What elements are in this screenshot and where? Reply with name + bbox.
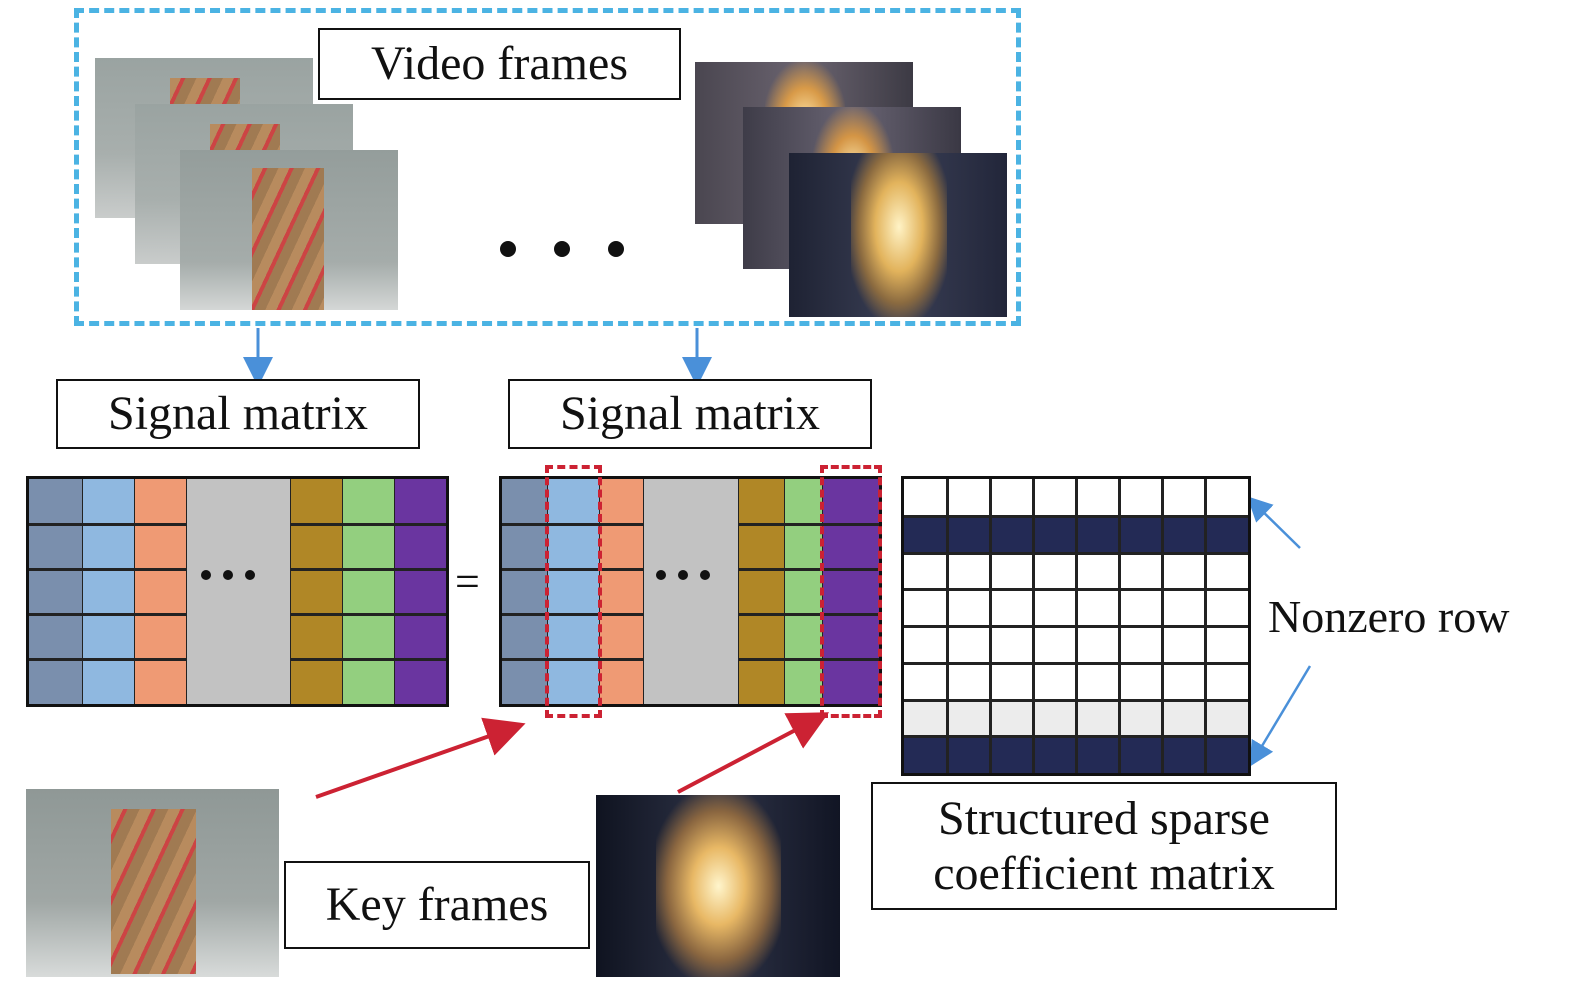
- matrix-gridline: [343, 658, 395, 661]
- key-frame-image-2: [596, 795, 840, 977]
- matrix-gridline: [291, 568, 343, 571]
- matrix-gridline: [548, 613, 600, 616]
- coefficient-matrix-label: Structured sparse coefficient matrix: [871, 782, 1337, 910]
- matrix-gridline: [343, 523, 395, 526]
- matrix-gridline: [785, 658, 823, 661]
- matrix-gridline: [739, 613, 785, 616]
- ellipsis-frames: [500, 241, 624, 257]
- matrix-gridline: [83, 568, 135, 571]
- video-frame-late-3: [789, 153, 1007, 317]
- matrix-column: [187, 479, 291, 704]
- signal-matrix-right: [499, 476, 882, 707]
- coefficient-label-line2: coefficient matrix: [933, 847, 1275, 900]
- matrix-gridline: [83, 523, 135, 526]
- matrix-gridline: [600, 658, 644, 661]
- matrix-gridline: [395, 613, 446, 616]
- coef-gridline: [904, 698, 1248, 702]
- matrix-column: [644, 479, 739, 704]
- coef-gridline: [904, 588, 1248, 592]
- matrix-gridline: [83, 613, 135, 616]
- matrix-gridline: [823, 523, 879, 526]
- matrix-gridline: [135, 568, 187, 571]
- matrix-gridline: [739, 523, 785, 526]
- matrix-gridline: [291, 658, 343, 661]
- matrix-column: [343, 479, 395, 704]
- matrix-gridline: [739, 658, 785, 661]
- matrix-gridline: [600, 613, 644, 616]
- matrix-column: [785, 479, 823, 704]
- coef-gridline: [904, 661, 1248, 665]
- matrix-gridline: [291, 613, 343, 616]
- matrix-column: [548, 479, 600, 704]
- matrix-gridline: [548, 523, 600, 526]
- key-frame-image-1: [26, 789, 279, 977]
- structured-sparse-coefficient-matrix: [901, 476, 1251, 776]
- matrix-gridline: [785, 613, 823, 616]
- signal-matrix-left: [26, 476, 449, 707]
- arrow-nonzero-bottom: [1249, 665, 1312, 767]
- signal-matrix-label-left: Signal matrix: [56, 379, 420, 449]
- arrow-nonzero-top: [1247, 496, 1301, 549]
- matrix-column: [135, 479, 187, 704]
- matrix-column: [83, 479, 135, 704]
- matrix-column: [395, 479, 446, 704]
- matrix-gridline: [135, 613, 187, 616]
- matrix-gridline: [502, 568, 548, 571]
- nonzero-row-label: Nonzero row: [1268, 591, 1510, 642]
- video-frame-early-3: [180, 150, 398, 310]
- arrow-key-frame-1: [315, 717, 526, 799]
- matrix-ellipsis: [201, 570, 255, 580]
- coef-gridline: [904, 551, 1248, 555]
- matrix-gridline: [785, 568, 823, 571]
- matrix-gridline: [395, 523, 446, 526]
- matrix-gridline: [29, 613, 83, 616]
- matrix-ellipsis: [656, 570, 710, 580]
- coef-gridline: [904, 625, 1248, 628]
- video-frames-label: Video frames: [318, 28, 681, 100]
- key-frame-selection-1: [545, 465, 602, 718]
- coef-gridline: [904, 735, 1248, 739]
- matrix-gridline: [502, 523, 548, 526]
- matrix-gridline: [135, 658, 187, 661]
- matrix-column: [600, 479, 644, 704]
- matrix-gridline: [785, 523, 823, 526]
- video-frames-group: [74, 8, 1021, 326]
- coef-gridline: [904, 514, 1248, 518]
- matrix-column: [29, 479, 83, 704]
- matrix-gridline: [343, 613, 395, 616]
- matrix-gridline: [395, 658, 446, 661]
- matrix-gridline: [343, 568, 395, 571]
- matrix-gridline: [291, 523, 343, 526]
- matrix-gridline: [739, 568, 785, 571]
- matrix-gridline: [548, 658, 600, 661]
- matrix-gridline: [823, 613, 879, 616]
- matrix-gridline: [823, 658, 879, 661]
- matrix-gridline: [600, 568, 644, 571]
- signal-matrix-label-right: Signal matrix: [508, 379, 872, 449]
- matrix-gridline: [548, 568, 600, 571]
- coefficient-label-line1: Structured sparse: [938, 791, 1270, 845]
- key-frames-label: Key frames: [284, 861, 590, 949]
- matrix-gridline: [29, 568, 83, 571]
- equals-sign: =: [455, 557, 480, 606]
- matrix-gridline: [502, 658, 548, 661]
- key-frame-selection-2: [820, 465, 882, 718]
- matrix-gridline: [395, 568, 446, 571]
- matrix-gridline: [135, 523, 187, 526]
- arrow-key-frame-2: [677, 712, 830, 794]
- matrix-column: [823, 479, 879, 704]
- matrix-column: [291, 479, 343, 704]
- matrix-column: [502, 479, 548, 704]
- matrix-gridline: [823, 568, 879, 571]
- matrix-gridline: [600, 523, 644, 526]
- matrix-gridline: [29, 658, 83, 661]
- matrix-gridline: [83, 658, 135, 661]
- matrix-column: [739, 479, 785, 704]
- matrix-gridline: [502, 613, 548, 616]
- matrix-gridline: [29, 523, 83, 526]
